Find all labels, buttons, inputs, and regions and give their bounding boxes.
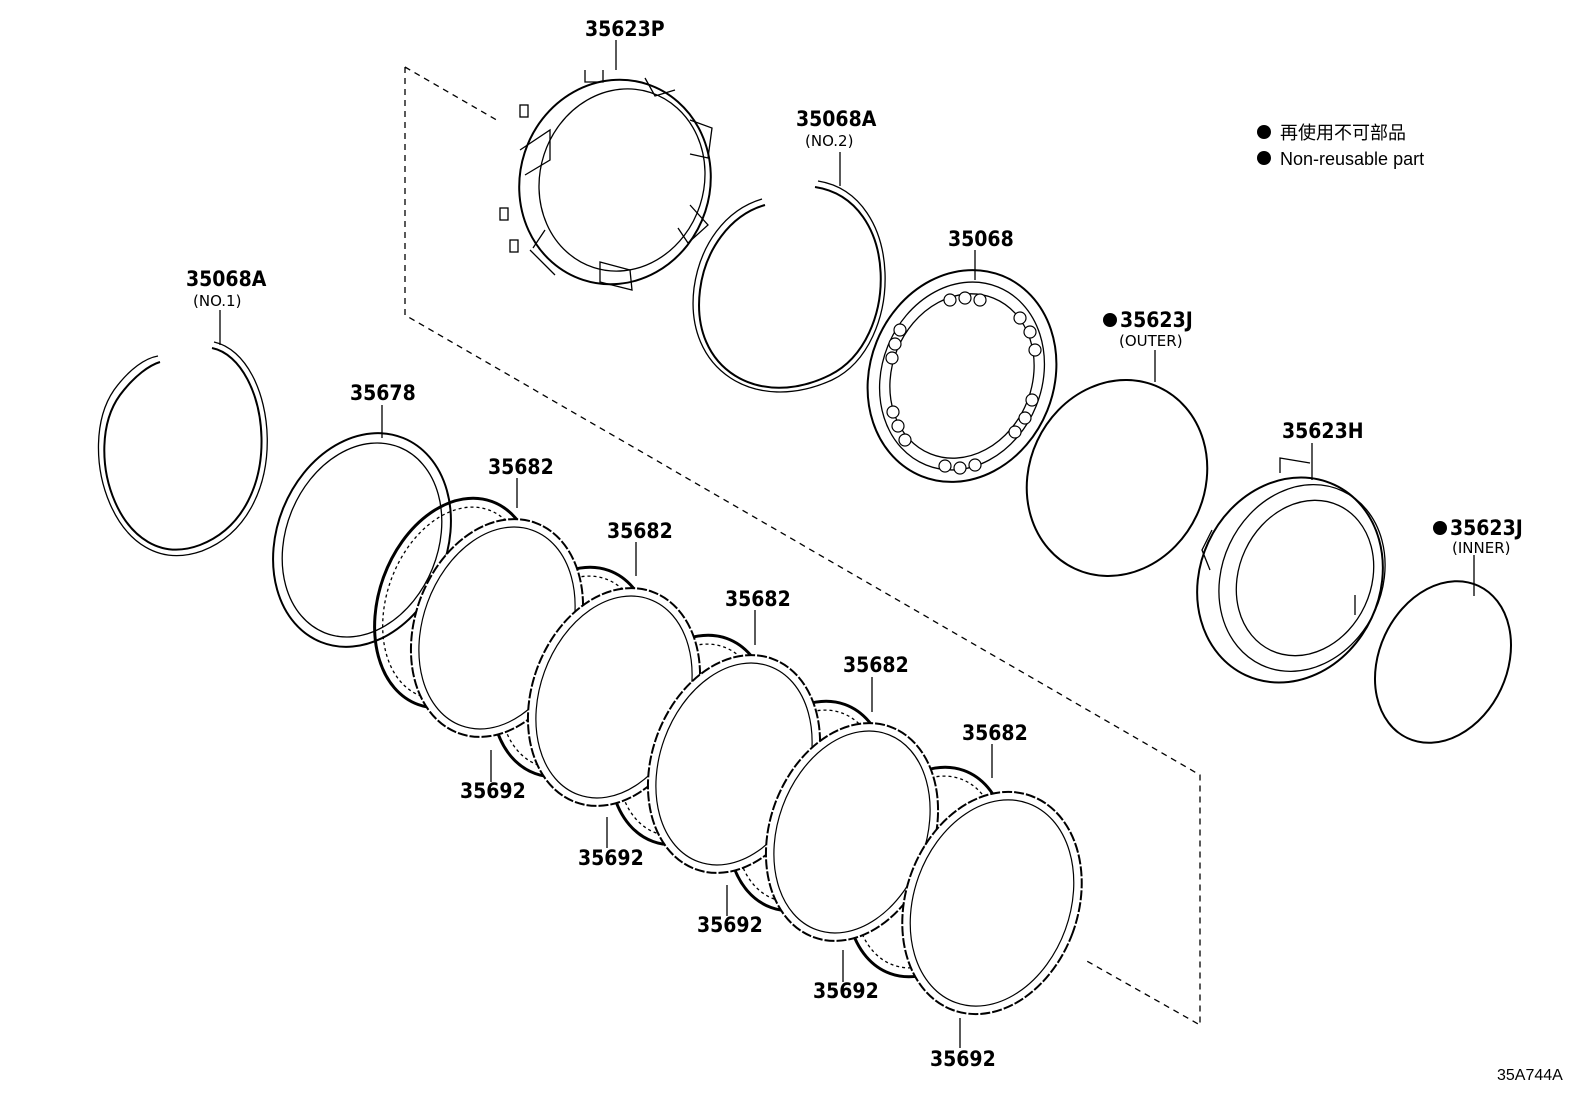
sublabel-outer: (OUTER): [1119, 332, 1183, 350]
legend: 再使用不可部品 Non-reusable part: [1257, 123, 1424, 169]
label-35068A-no2: 35068A: [796, 107, 877, 131]
label-35682-3: 35682: [725, 587, 791, 611]
non-reusable-dot-icon: [1257, 125, 1271, 139]
legend-jp: 再使用不可部品: [1280, 123, 1406, 143]
part-35068A-no2-snap-ring: [692, 180, 886, 393]
part-35623J-inner-oring: [1373, 580, 1513, 744]
label-35682-1: 35682: [488, 455, 554, 479]
diagram-code: 35A744A: [1497, 1067, 1563, 1084]
label-35682-4: 35682: [843, 653, 909, 677]
label-35692-1: 35692: [460, 779, 526, 803]
part-35692-plate-5: [901, 790, 1083, 1016]
label-35623J-outer: 35623J: [1120, 308, 1193, 332]
part-35623H-piston: [1196, 457, 1386, 684]
non-reusable-dot-icon: [1257, 151, 1271, 165]
steel-plates: [409, 518, 1083, 1016]
part-35623P-cage: [499, 70, 713, 291]
part-35623J-outer-oring: [1025, 379, 1209, 577]
label-35623J-inner: 35623J: [1450, 516, 1523, 540]
label-35692-5: 35692: [930, 1047, 996, 1071]
non-reusable-dot-icon: [1433, 521, 1447, 535]
sublabel-no2: (NO.2): [805, 132, 853, 150]
sublabel-inner: (INNER): [1452, 539, 1510, 557]
label-35682-5: 35682: [962, 721, 1028, 745]
leader-lines: [219, 40, 1475, 1048]
assembly-outline: [404, 66, 1201, 1027]
label-35692-4: 35692: [813, 979, 879, 1003]
part-labels: 35623P 35068A (NO.2) 35068 35623J (OUTER…: [186, 17, 1523, 1071]
legend-en: Non-reusable part: [1280, 149, 1424, 169]
label-35682-2: 35682: [607, 519, 673, 543]
label-35068: 35068: [948, 227, 1014, 251]
part-35068A-no1-snap-ring: [97, 341, 268, 557]
label-35623H: 35623H: [1282, 419, 1364, 443]
sublabel-no1: (NO.1): [193, 292, 241, 310]
label-35623P: 35623P: [585, 17, 665, 41]
non-reusable-dot-icon: [1103, 313, 1117, 327]
label-35678: 35678: [350, 381, 416, 405]
part-35068-spring-retainer: [866, 269, 1058, 483]
label-35692-3: 35692: [697, 913, 763, 937]
label-35068A-no1: 35068A: [186, 267, 267, 291]
label-35692-2: 35692: [578, 846, 644, 870]
